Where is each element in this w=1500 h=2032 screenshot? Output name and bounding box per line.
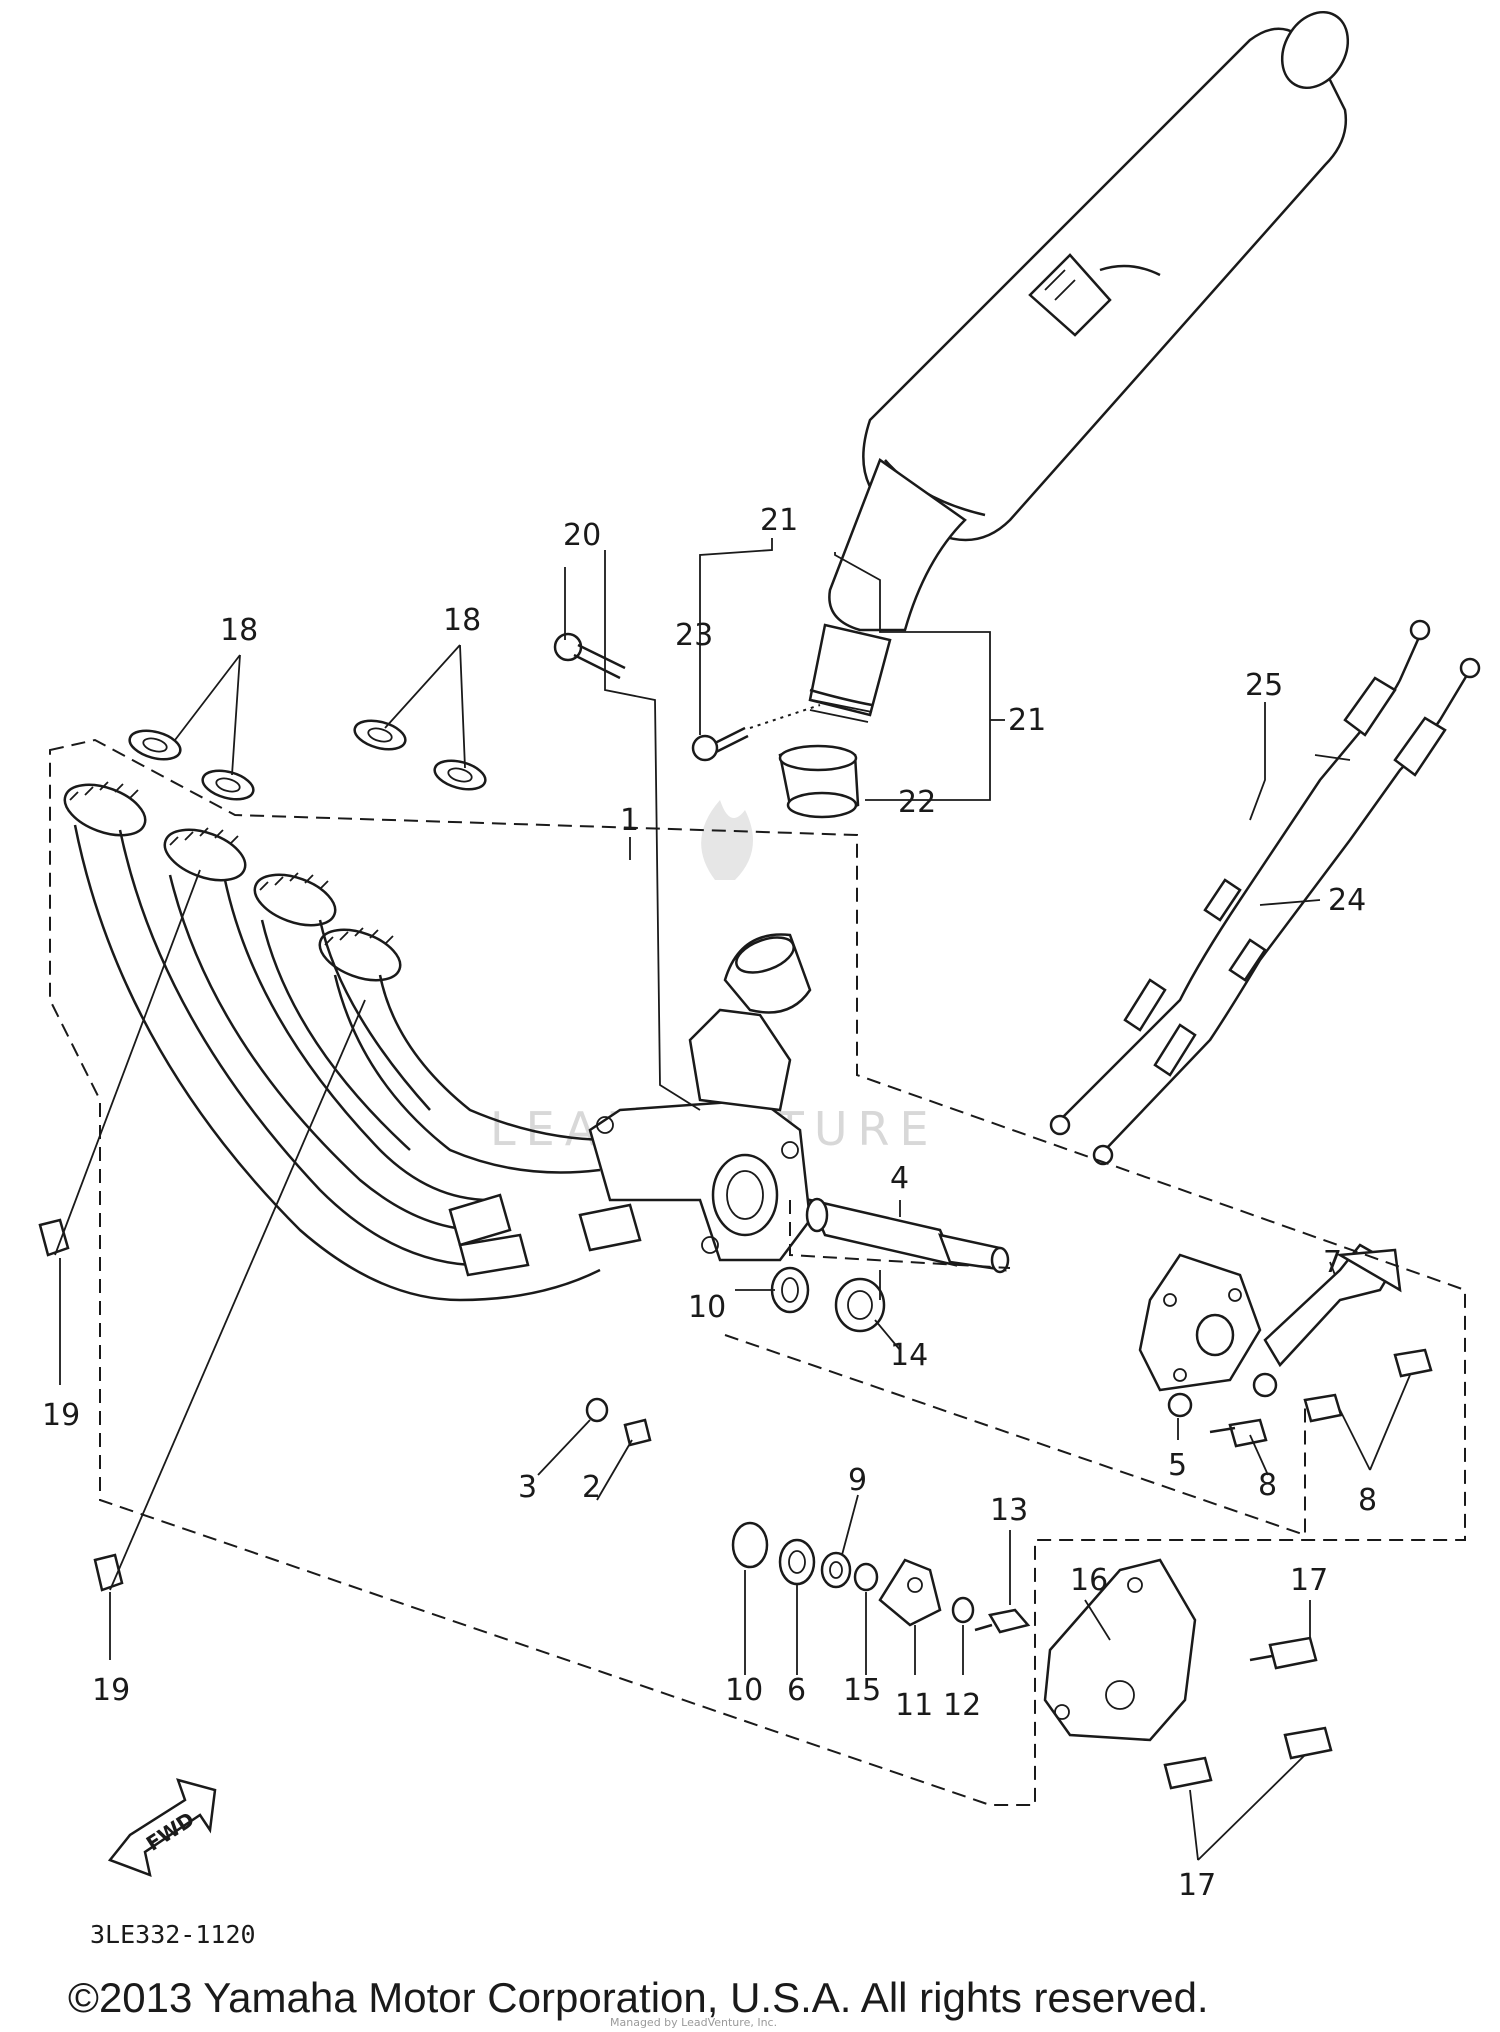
callout-24: 24	[1328, 883, 1366, 918]
collar[interactable]	[778, 1538, 816, 1586]
callout-2: 2	[582, 1470, 601, 1505]
valve-housing[interactable]	[1138, 1253, 1262, 1392]
small-print: Managed by LeadVenture, Inc.	[610, 2016, 777, 2029]
callout-3: 3	[518, 1470, 537, 1505]
muffler[interactable]	[808, 0, 1361, 723]
exhaust-pipe-assembly[interactable]	[38, 775, 812, 1592]
callouts: 1 2 3 4 5 6 7 8 8 9 10 10 11 12 13 14 15…	[42, 503, 1377, 1903]
callout-25: 25	[1245, 668, 1283, 703]
bushing-lower[interactable]	[731, 1521, 769, 1569]
callout-23: 23	[675, 618, 713, 653]
valve-lever[interactable]	[878, 1558, 942, 1627]
washer[interactable]	[1167, 1372, 1278, 1418]
lever-bolt[interactable]	[974, 1608, 1031, 1634]
callout-19b: 19	[92, 1673, 130, 1708]
clamp[interactable]	[778, 744, 860, 819]
housing-bolts[interactable]	[1209, 1348, 1433, 1448]
callout-11: 11	[895, 1688, 933, 1723]
callout-21a: 21	[760, 503, 798, 538]
gaskets[interactable]	[127, 716, 489, 805]
seal-upper[interactable]	[834, 1277, 886, 1333]
copyright-text: ©2013 Yamaha Motor Corporation, U.S.A. A…	[68, 1974, 1209, 2021]
callout-18b: 18	[443, 603, 481, 638]
valve-shaft[interactable]	[805, 1197, 1010, 1274]
callout-4: 4	[890, 1161, 909, 1196]
callout-17b: 17	[1178, 1868, 1216, 1903]
callout-14: 14	[890, 1338, 928, 1373]
callout-6: 6	[787, 1673, 806, 1708]
callout-8a: 8	[1258, 1468, 1277, 1503]
callout-17a: 17	[1290, 1563, 1328, 1598]
valve-cables[interactable]	[1049, 619, 1481, 1166]
callout-18a: 18	[220, 613, 258, 648]
leader-lines	[54, 538, 1411, 1861]
callout-1: 1	[620, 803, 639, 838]
valve-pulley-lever[interactable]	[1263, 1243, 1402, 1368]
callout-13: 13	[990, 1493, 1028, 1528]
callout-20: 20	[563, 518, 601, 553]
callout-5: 5	[1168, 1448, 1187, 1483]
callout-15: 15	[843, 1673, 881, 1708]
valve-subassembly-boundary	[724, 1334, 1306, 1537]
callout-9: 9	[848, 1463, 867, 1498]
callout-8b: 8	[1358, 1483, 1377, 1518]
callout-16: 16	[1070, 1563, 1108, 1598]
thrust-washer[interactable]	[820, 1551, 852, 1589]
assembly-boundary	[49, 738, 1466, 1806]
o-ring[interactable]	[853, 1562, 879, 1592]
callout-10b: 10	[725, 1673, 763, 1708]
callout-21b: 21	[1008, 703, 1046, 738]
mount-bolt[interactable]	[553, 632, 626, 680]
washer-small[interactable]	[585, 1397, 609, 1423]
callout-12: 12	[943, 1688, 981, 1723]
lock-washer[interactable]	[951, 1596, 975, 1624]
valve-cover[interactable]	[1043, 1558, 1197, 1742]
bushing-upper[interactable]	[770, 1266, 810, 1314]
diagram-code: 3LE332-1120	[90, 1920, 256, 1949]
screw-small[interactable]	[623, 1418, 652, 1447]
forward-arrow-icon: FWD	[107, 1778, 217, 1877]
callout-7: 7	[1323, 1245, 1342, 1280]
callout-10a: 10	[688, 1290, 726, 1325]
callout-22: 22	[898, 785, 936, 820]
shaft-subassembly-boundary	[789, 1200, 1011, 1269]
callout-19a: 19	[42, 1398, 80, 1433]
clamp-bolt[interactable]	[691, 704, 821, 762]
cover-bolts[interactable]	[1163, 1636, 1333, 1790]
